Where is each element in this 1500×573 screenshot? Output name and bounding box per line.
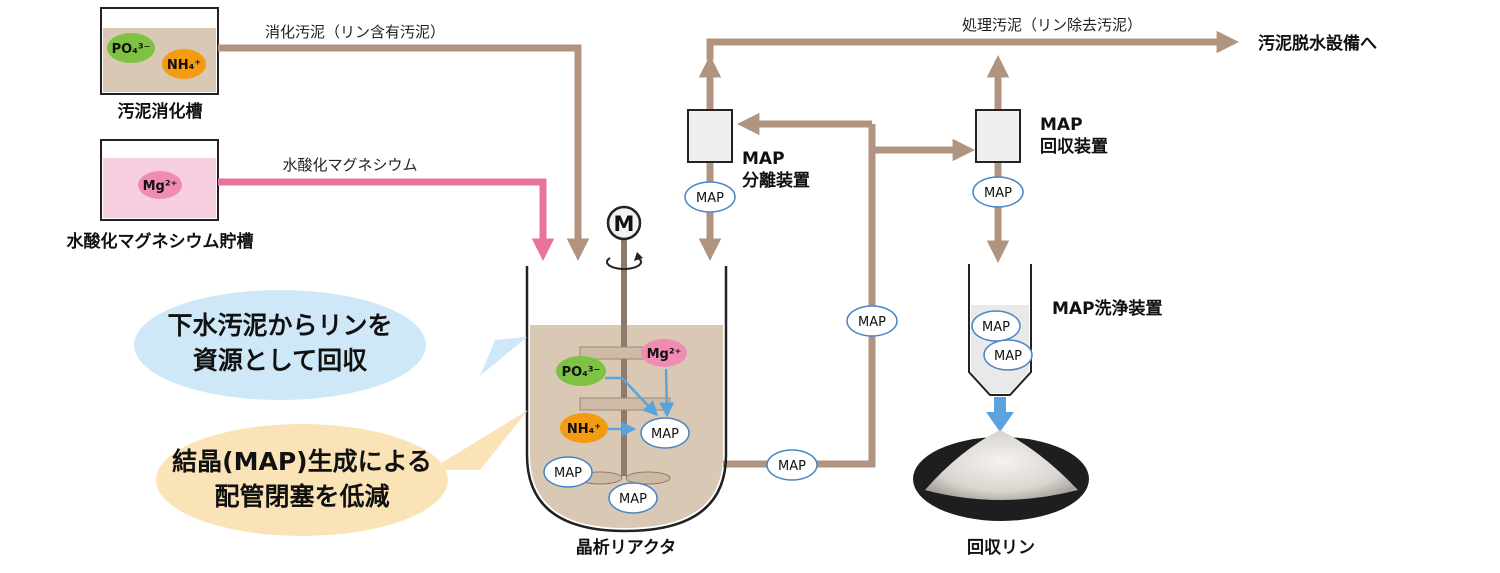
- reactor-po4-label: PO₄³⁻: [562, 365, 601, 380]
- callout-yellow-line2: 配管閉塞を低減: [214, 482, 389, 511]
- reactor-nh4-label: NH₄⁺: [567, 422, 601, 437]
- reactor-map-crystal-2: MAP: [619, 492, 647, 507]
- callout-clog-reduction: 結晶(MAP)生成による 配管閉塞を低減: [156, 410, 528, 536]
- recovered-phosphorus-pile: [913, 430, 1089, 521]
- crystallization-reactor: M PO₄³⁻ Mg²⁺ NH₄⁺ MAP MAP MAP: [525, 205, 728, 533]
- motor-label: M: [614, 212, 635, 236]
- to-dewatering-label: 汚泥脱水設備へ: [1258, 33, 1377, 54]
- callout-yellow-line1: 結晶(MAP)生成による: [172, 447, 432, 476]
- mg-ion-icon: [138, 171, 182, 199]
- separator-label-line1: MAP: [742, 149, 785, 169]
- svg-text:MAP: MAP: [858, 315, 886, 330]
- separator-label-line2: 分離装置: [742, 170, 810, 191]
- motor-icon: [606, 205, 642, 241]
- mg-ion-label: Mg²⁺: [143, 179, 178, 194]
- callout-blue-line1: 下水汚泥からリンを: [167, 311, 392, 340]
- map-recovery-unit: [975, 109, 1021, 163]
- digested-sludge-pipe: [218, 44, 590, 261]
- digested-sludge-label: 消化汚泥（リン含有汚泥）: [265, 23, 445, 41]
- mg-hydroxide-tank: Mg²⁺: [100, 139, 219, 221]
- callout-resource-recovery: 下水汚泥からリンを 資源として回収: [134, 290, 527, 400]
- map-tag-outlet: MAP: [766, 449, 818, 481]
- mg-tank-label: 水酸化マグネシウム貯槽: [67, 231, 254, 252]
- mg-hydroxide-label: 水酸化マグネシウム: [282, 156, 417, 174]
- sludge-pipes: [218, 30, 1239, 468]
- callout-blue-line2: 資源として回収: [193, 346, 368, 375]
- nh4-ion-label: NH₄⁺: [167, 58, 201, 73]
- washer-map-2: MAP: [994, 349, 1022, 364]
- reactor-label: 晶析リアクタ: [576, 537, 676, 558]
- svg-text:MAP: MAP: [696, 191, 724, 206]
- recovery-label-line1: MAP: [1040, 115, 1083, 135]
- svg-text:MAP: MAP: [778, 459, 806, 474]
- washer-label: MAP洗浄装置: [1052, 298, 1163, 319]
- map-tag-recovery: MAP: [972, 176, 1024, 208]
- map-washer-unit: MAP MAP: [968, 264, 1033, 432]
- recovered-label: 回収リン: [967, 538, 1035, 558]
- recovery-label-line2: 回収装置: [1040, 136, 1108, 157]
- sludge-digester-tank: PO₄³⁻ NH₄⁺: [100, 7, 219, 95]
- mg-hydroxide-pipe: [218, 178, 555, 261]
- reactor-map-crystal-1: MAP: [554, 466, 582, 481]
- map-separator-unit: [687, 109, 733, 163]
- washer-map-1: MAP: [982, 320, 1010, 335]
- map-tag-separator: MAP: [684, 181, 736, 213]
- rotation-icon: [606, 257, 642, 270]
- reactor-map-product: MAP: [651, 427, 679, 442]
- po4-ion-label: PO₄³⁻: [112, 42, 151, 57]
- map-tag-riser: MAP: [846, 305, 898, 337]
- po4-ion-icon: [107, 33, 155, 63]
- treated-sludge-pipe: [706, 30, 1239, 60]
- discharge-arrow-icon: [986, 397, 1014, 432]
- nh4-ion-icon: [162, 49, 206, 79]
- digester-label: 汚泥消化槽: [118, 101, 203, 122]
- reactor-mg-label: Mg²⁺: [647, 347, 682, 362]
- svg-text:MAP: MAP: [984, 186, 1012, 201]
- map-transfer-pipe: [723, 150, 876, 468]
- treated-sludge-label: 処理汚泥（リン除去汚泥）: [962, 16, 1142, 34]
